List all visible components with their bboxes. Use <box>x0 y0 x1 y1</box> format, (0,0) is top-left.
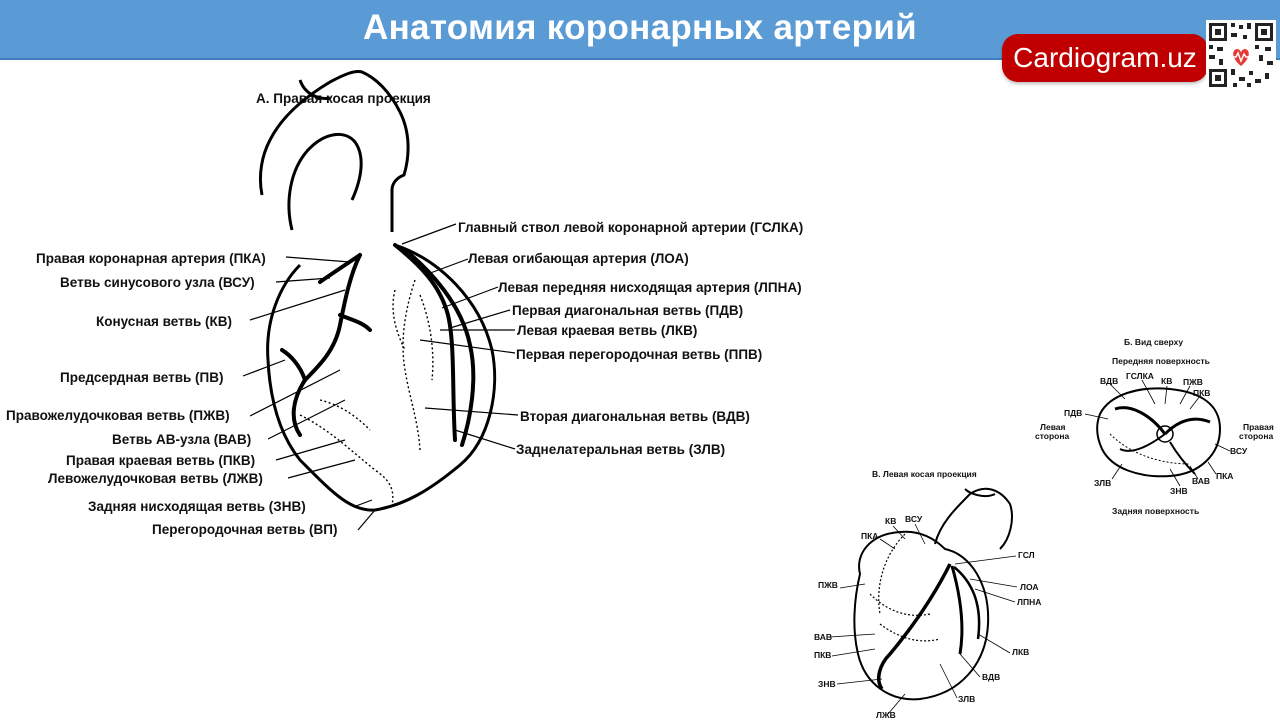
label-pv: Предсердная ветвь (ПВ) <box>60 370 224 385</box>
panel-b-vdv: ВДВ <box>1100 376 1118 386</box>
coronary-vessels-solid <box>280 243 476 447</box>
label-pkv: Правая краевая ветвь (ПКВ) <box>66 453 255 468</box>
label-vdv: Вторая диагональная ветвь (ВДВ) <box>520 409 750 424</box>
panel-c-heart <box>853 487 1013 701</box>
panel-b-zlv: ЗЛВ <box>1094 478 1111 488</box>
label-znv: Задняя нисходящая ветвь (ЗНВ) <box>88 499 306 514</box>
label-loa: Левая огибающая артерия (ЛОА) <box>468 251 689 266</box>
slide-title: Анатомия коронарных артерий <box>363 8 917 47</box>
panel-b-left-side-2: сторона <box>1035 431 1069 441</box>
panel-b-vav: ВАВ <box>1192 476 1210 486</box>
panel-c-pzhv: ПЖВ <box>818 580 838 590</box>
qr-code-icon <box>1206 20 1276 90</box>
label-zlv: Заднелатеральная ветвь (ЗЛВ) <box>516 442 725 457</box>
panel-c-lpna: ЛПНА <box>1017 597 1041 607</box>
panel-b-znv: ЗНВ <box>1170 486 1188 496</box>
panel-c-vav: ВАВ <box>814 632 832 642</box>
heart-outline <box>258 70 497 512</box>
panel-c-vsu: ВСУ <box>905 514 923 524</box>
label-ppv: Первая перегородочная ветвь (ППВ) <box>516 347 762 362</box>
panel-b-vsu: ВСУ <box>1230 446 1248 456</box>
panel-b-pzhv: ПЖВ <box>1183 377 1203 387</box>
panel-c-loa: ЛОА <box>1020 582 1039 592</box>
label-vp: Перегородочная ветвь (ВП) <box>152 522 337 537</box>
panel-c-zlv: ЗЛВ <box>958 694 975 704</box>
label-gslka: Главный ствол левой коронарной артерии (… <box>458 220 803 235</box>
label-vav: Ветвь АВ-узла (ВАВ) <box>112 432 251 447</box>
panel-c-vdv: ВДВ <box>982 672 1000 682</box>
label-vsu: Ветвь синусового узла (ВСУ) <box>60 275 255 290</box>
label-lpna: Левая передняя нисходящая артерия (ЛПНА) <box>498 280 802 295</box>
panel-c-pkv: ПКВ <box>814 650 831 660</box>
label-pzhv: Правожелудочковая ветвь (ПЖВ) <box>6 408 230 423</box>
panel-c-lkv: ЛКВ <box>1012 647 1029 657</box>
panel-b-kv: КВ <box>1161 376 1172 386</box>
label-lzhv: Левожелудочковая ветвь (ЛЖВ) <box>48 471 263 486</box>
panel-a-leader-lines <box>242 223 519 531</box>
panel-c-znv: ЗНВ <box>818 679 836 689</box>
panel-c-pka: ПКА <box>861 531 878 541</box>
panel-b-leaders <box>1084 379 1231 487</box>
panel-c-gsl: ГСЛ <box>1018 550 1035 560</box>
panel-b-heart <box>1096 387 1222 478</box>
label-kv: Конусная ветвь (КВ) <box>96 314 232 329</box>
brand-badge[interactable]: Cardiogram.uz <box>1002 34 1208 82</box>
panel-b-front: Передняя поверхность <box>1112 356 1210 366</box>
panel-c-caption: В. Левая косая проекция <box>872 469 977 479</box>
panel-b-pkv: ПКВ <box>1193 388 1210 398</box>
panel-b-caption: Б. Вид сверху <box>1124 337 1183 347</box>
slide-header: Анатомия коронарных артерий <box>0 0 1280 60</box>
panel-b-gslka: ГСЛКА <box>1126 371 1154 381</box>
panel-a-caption: А. Правая косая проекция <box>256 91 431 106</box>
panel-c-kv: КВ <box>885 516 896 526</box>
panel-b-top-view: Б. Вид сверху Передняя поверхность Задня… <box>1035 337 1274 516</box>
panel-c-lzhv: ЛЖВ <box>876 710 896 720</box>
panel-c-leaders <box>829 523 1018 715</box>
panel-b-right-side-2: сторона <box>1239 431 1273 441</box>
panel-b-right-side-1: Правая <box>1243 422 1274 432</box>
panel-b-back: Задняя поверхность <box>1112 506 1199 516</box>
label-pka: Правая коронарная артерия (ПКА) <box>36 251 266 266</box>
panel-b-left-side-1: Левая <box>1040 422 1066 432</box>
panel-a-heart-diagram: А. Правая косая проекция <box>6 70 803 537</box>
panel-b-pdv: ПДВ <box>1064 408 1082 418</box>
label-pdv: Первая диагональная ветвь (ПДВ) <box>512 303 743 318</box>
label-lkv: Левая краевая ветвь (ЛКВ) <box>517 323 697 338</box>
panel-c-left-oblique: В. Левая косая проекция КВ ВСУ ПКА ГСЛ П… <box>814 469 1041 720</box>
panel-b-pka: ПКА <box>1216 471 1233 481</box>
coronary-vessels-dotted <box>299 279 434 506</box>
